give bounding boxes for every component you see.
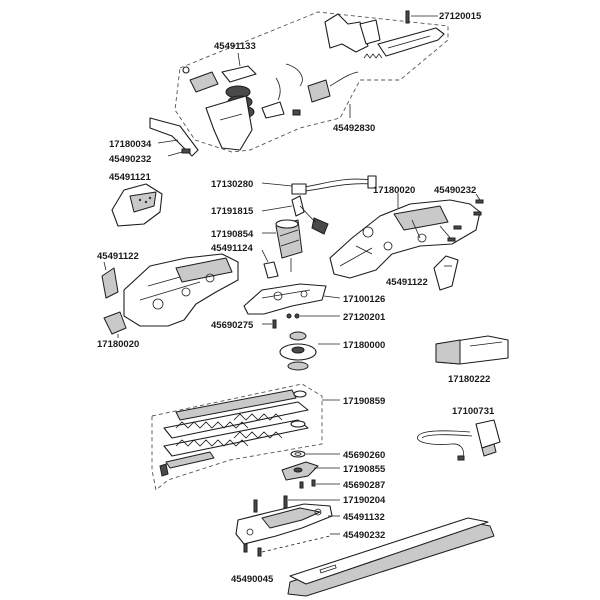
label-45490232-top: 45490232 (109, 154, 151, 165)
pin-27120201 (286, 313, 340, 319)
label-17180020-left: 17180020 (97, 339, 139, 350)
label-17190855: 17190855 (343, 464, 386, 475)
charger-part (417, 419, 501, 461)
gear-pinion-part (263, 261, 279, 279)
grip-cover-part (221, 65, 257, 83)
handle-trigger-part (205, 95, 253, 151)
screws-45490232-right (447, 193, 484, 242)
label-27120015: 27120015 (439, 11, 482, 22)
gear-part (279, 331, 317, 371)
label-17180020-right: 17180020 (373, 185, 415, 196)
blade-set-dashed-outline (151, 383, 323, 491)
switch-module-part (291, 195, 329, 235)
screw-45690275 (262, 319, 277, 329)
label-45490232-right: 45490232 (434, 185, 476, 196)
battery-pack-part (435, 335, 509, 365)
label-45491122-left: 45491122 (97, 251, 139, 262)
handle-assembly-dashed-outline (174, 11, 449, 153)
label-45690287: 45690287 (343, 480, 385, 491)
label-17191815: 17191815 (211, 206, 254, 217)
side-cap-part (433, 255, 459, 291)
label-17100126: 17100126 (343, 294, 385, 305)
label-45490232-base: 45490232 (343, 530, 385, 541)
label-17190859: 17190859 (343, 396, 385, 407)
blade-cutter-upper (163, 401, 309, 439)
washer-45690260 (290, 450, 340, 458)
motor-small-part (307, 71, 359, 103)
band-strap-part (149, 117, 199, 157)
screw-45490232-top (167, 148, 191, 157)
top-screw (405, 10, 410, 24)
label-45491122-right: 45491122 (386, 277, 428, 288)
front-guard-part (103, 311, 127, 338)
label-17100731: 17100731 (452, 406, 495, 417)
screws-45490232-base (243, 533, 340, 557)
left-housing-half (123, 253, 239, 327)
right-housing-half (329, 199, 481, 279)
label-27120201: 27120201 (343, 312, 386, 323)
spring-part (363, 53, 383, 59)
blade-top-bar (175, 389, 307, 421)
motor-part (275, 219, 303, 272)
label-45490045: 45490045 (231, 574, 274, 585)
blade-guard-part (287, 517, 495, 597)
base-plate-part (235, 503, 333, 545)
trigger-part (101, 261, 119, 299)
blade-cutter-lower (163, 419, 309, 457)
label-45491132: 45491132 (343, 512, 385, 523)
micro-switch-part (182, 66, 219, 93)
label-45491133: 45491133 (214, 41, 256, 52)
battery-cover-part (111, 183, 163, 227)
label-17190204: 17190204 (343, 495, 386, 506)
blade-bottom-bar (159, 451, 215, 477)
label-17190854: 17190854 (211, 229, 254, 240)
cable-wire-part (275, 63, 303, 101)
screws-45690287 (299, 479, 340, 489)
label-45491124: 45491124 (211, 243, 253, 254)
label-17130280: 17130280 (211, 179, 253, 190)
label-45491121: 45491121 (109, 172, 151, 183)
label-45492830: 45492830 (333, 123, 375, 134)
gear-plate-part (281, 461, 340, 481)
label-45690275: 45690275 (211, 320, 254, 331)
handle-rail-part (377, 27, 445, 57)
switch-contact-part (261, 101, 301, 119)
label-45690260: 45690260 (343, 450, 385, 461)
label-17180222: 17180222 (448, 374, 490, 385)
switch-lever-part (324, 13, 381, 53)
gear-housing-part (243, 283, 327, 315)
wire-harness-part (291, 175, 377, 195)
label-17180034: 17180034 (109, 139, 152, 150)
label-17180000: 17180000 (343, 340, 385, 351)
